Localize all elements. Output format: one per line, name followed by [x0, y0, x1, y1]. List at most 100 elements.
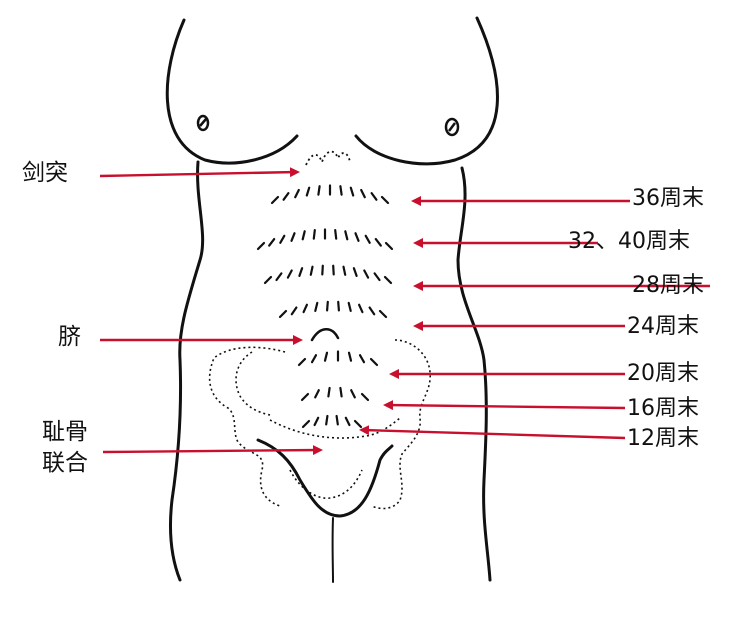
fundal-tick — [344, 230, 349, 241]
xiphoid-dotted-mark — [305, 150, 351, 166]
fundal-tick — [380, 195, 390, 205]
fundal-tick — [278, 309, 288, 319]
fundal-tick — [321, 264, 324, 276]
right-iliac-dotted — [371, 339, 431, 510]
right-nipple-mark — [448, 122, 456, 132]
sacral-dotted — [289, 469, 363, 499]
fundal-tick — [370, 192, 378, 201]
fundal-tick — [270, 195, 280, 205]
fundal-tick — [310, 354, 318, 364]
fundal-tick — [352, 267, 358, 277]
groin-outline — [256, 438, 394, 518]
fundal-tick — [337, 300, 340, 312]
fundal-tick — [339, 386, 343, 398]
fundal-tick — [354, 232, 360, 242]
right-nipple — [444, 117, 460, 137]
fundal-tick — [263, 275, 273, 285]
fundal-tick — [353, 419, 363, 429]
fundal-tick — [373, 272, 381, 282]
fundal-tick — [360, 188, 366, 199]
arrow-week16 — [383, 400, 626, 411]
left-iliac-inner-dotted — [235, 351, 271, 416]
fundal-tick — [323, 351, 329, 362]
fundal-tick — [312, 229, 316, 240]
fundal-tick — [302, 303, 308, 314]
fundal-tick — [313, 416, 320, 427]
fundal-tick — [347, 351, 353, 362]
fundal-tick — [317, 185, 321, 196]
fundal-tick — [309, 265, 314, 276]
fundal-tick — [339, 185, 343, 196]
label-symphysis-line1: 耻骨 — [42, 419, 88, 445]
arrow-xiphoid — [99, 167, 300, 178]
fundal-tick — [363, 269, 370, 279]
fundal-tick — [374, 238, 382, 247]
left-breast-outline — [165, 18, 299, 165]
fundal-tick — [290, 306, 298, 316]
label-week16: 16周末 — [627, 396, 699, 421]
fundal-tick — [334, 229, 338, 240]
fundal-tick — [297, 357, 307, 367]
umbilicus-mark — [310, 328, 340, 342]
label-xiphoid: 剑突 — [22, 160, 68, 186]
fundal-tick — [369, 357, 379, 367]
fundal-tick — [314, 301, 319, 312]
fundal-tick — [358, 354, 366, 364]
left-iliac-dotted — [208, 346, 286, 507]
right-breast-outline — [354, 16, 499, 166]
fundal-tick — [305, 186, 311, 197]
fundal-tick — [364, 234, 371, 244]
arrow-symphysis — [102, 445, 323, 456]
fundal-tick — [335, 414, 339, 426]
fundal-height-ticks — [256, 184, 394, 429]
fundal-tick — [368, 306, 376, 316]
fundal-tick — [282, 192, 290, 201]
label-week36: 36周末 — [632, 186, 704, 211]
fundal-tick — [294, 188, 300, 199]
fundal-tick — [384, 241, 394, 251]
fundal-tick — [327, 386, 331, 398]
label-umbilicus: 脐 — [58, 324, 81, 350]
label-week32-40: 32、40周末 — [568, 229, 690, 254]
fundal-tick — [347, 301, 352, 312]
fundal-tick — [349, 186, 355, 197]
left-nipple — [196, 114, 210, 132]
fundal-tick — [325, 414, 329, 426]
fundal-tick — [286, 269, 293, 279]
fundal-tick — [279, 234, 286, 244]
fundal-tick — [256, 241, 266, 251]
fundal-tick — [300, 392, 310, 402]
fundal-tick — [358, 303, 364, 314]
fundal-tick — [268, 238, 276, 247]
fundal-tick — [342, 265, 347, 276]
fundal-tick — [344, 416, 351, 427]
label-week24: 24周末 — [627, 314, 699, 339]
label-week28: 28周末 — [632, 273, 704, 298]
fundal-tick — [314, 389, 320, 399]
fundal-tick — [290, 232, 296, 242]
fundal-tick — [378, 309, 388, 319]
pelvis-dotted-outline — [208, 339, 431, 510]
body-outline — [165, 16, 499, 583]
label-week20: 20周末 — [627, 361, 699, 386]
fundal-tick — [298, 267, 304, 277]
left-flank-outline — [168, 160, 205, 582]
label-symphysis-line2: 联合 — [42, 450, 88, 476]
label-week12: 12周末 — [627, 426, 699, 451]
fundal-tick — [326, 300, 329, 312]
nipples — [196, 114, 460, 137]
fundal-tick — [360, 392, 370, 402]
indicator-arrows — [99, 167, 710, 456]
right-flank-outline — [456, 166, 492, 582]
fundal-tick — [332, 264, 335, 276]
fundal-tick — [350, 389, 356, 399]
fundal-tick — [275, 272, 283, 282]
fundal-tick — [301, 419, 311, 429]
fundal-tick — [301, 230, 306, 241]
left-nipple-mark — [199, 118, 207, 127]
arrow-week12 — [359, 425, 626, 440]
fundal-tick — [383, 275, 393, 285]
pelvic-brim-dotted — [269, 417, 401, 439]
